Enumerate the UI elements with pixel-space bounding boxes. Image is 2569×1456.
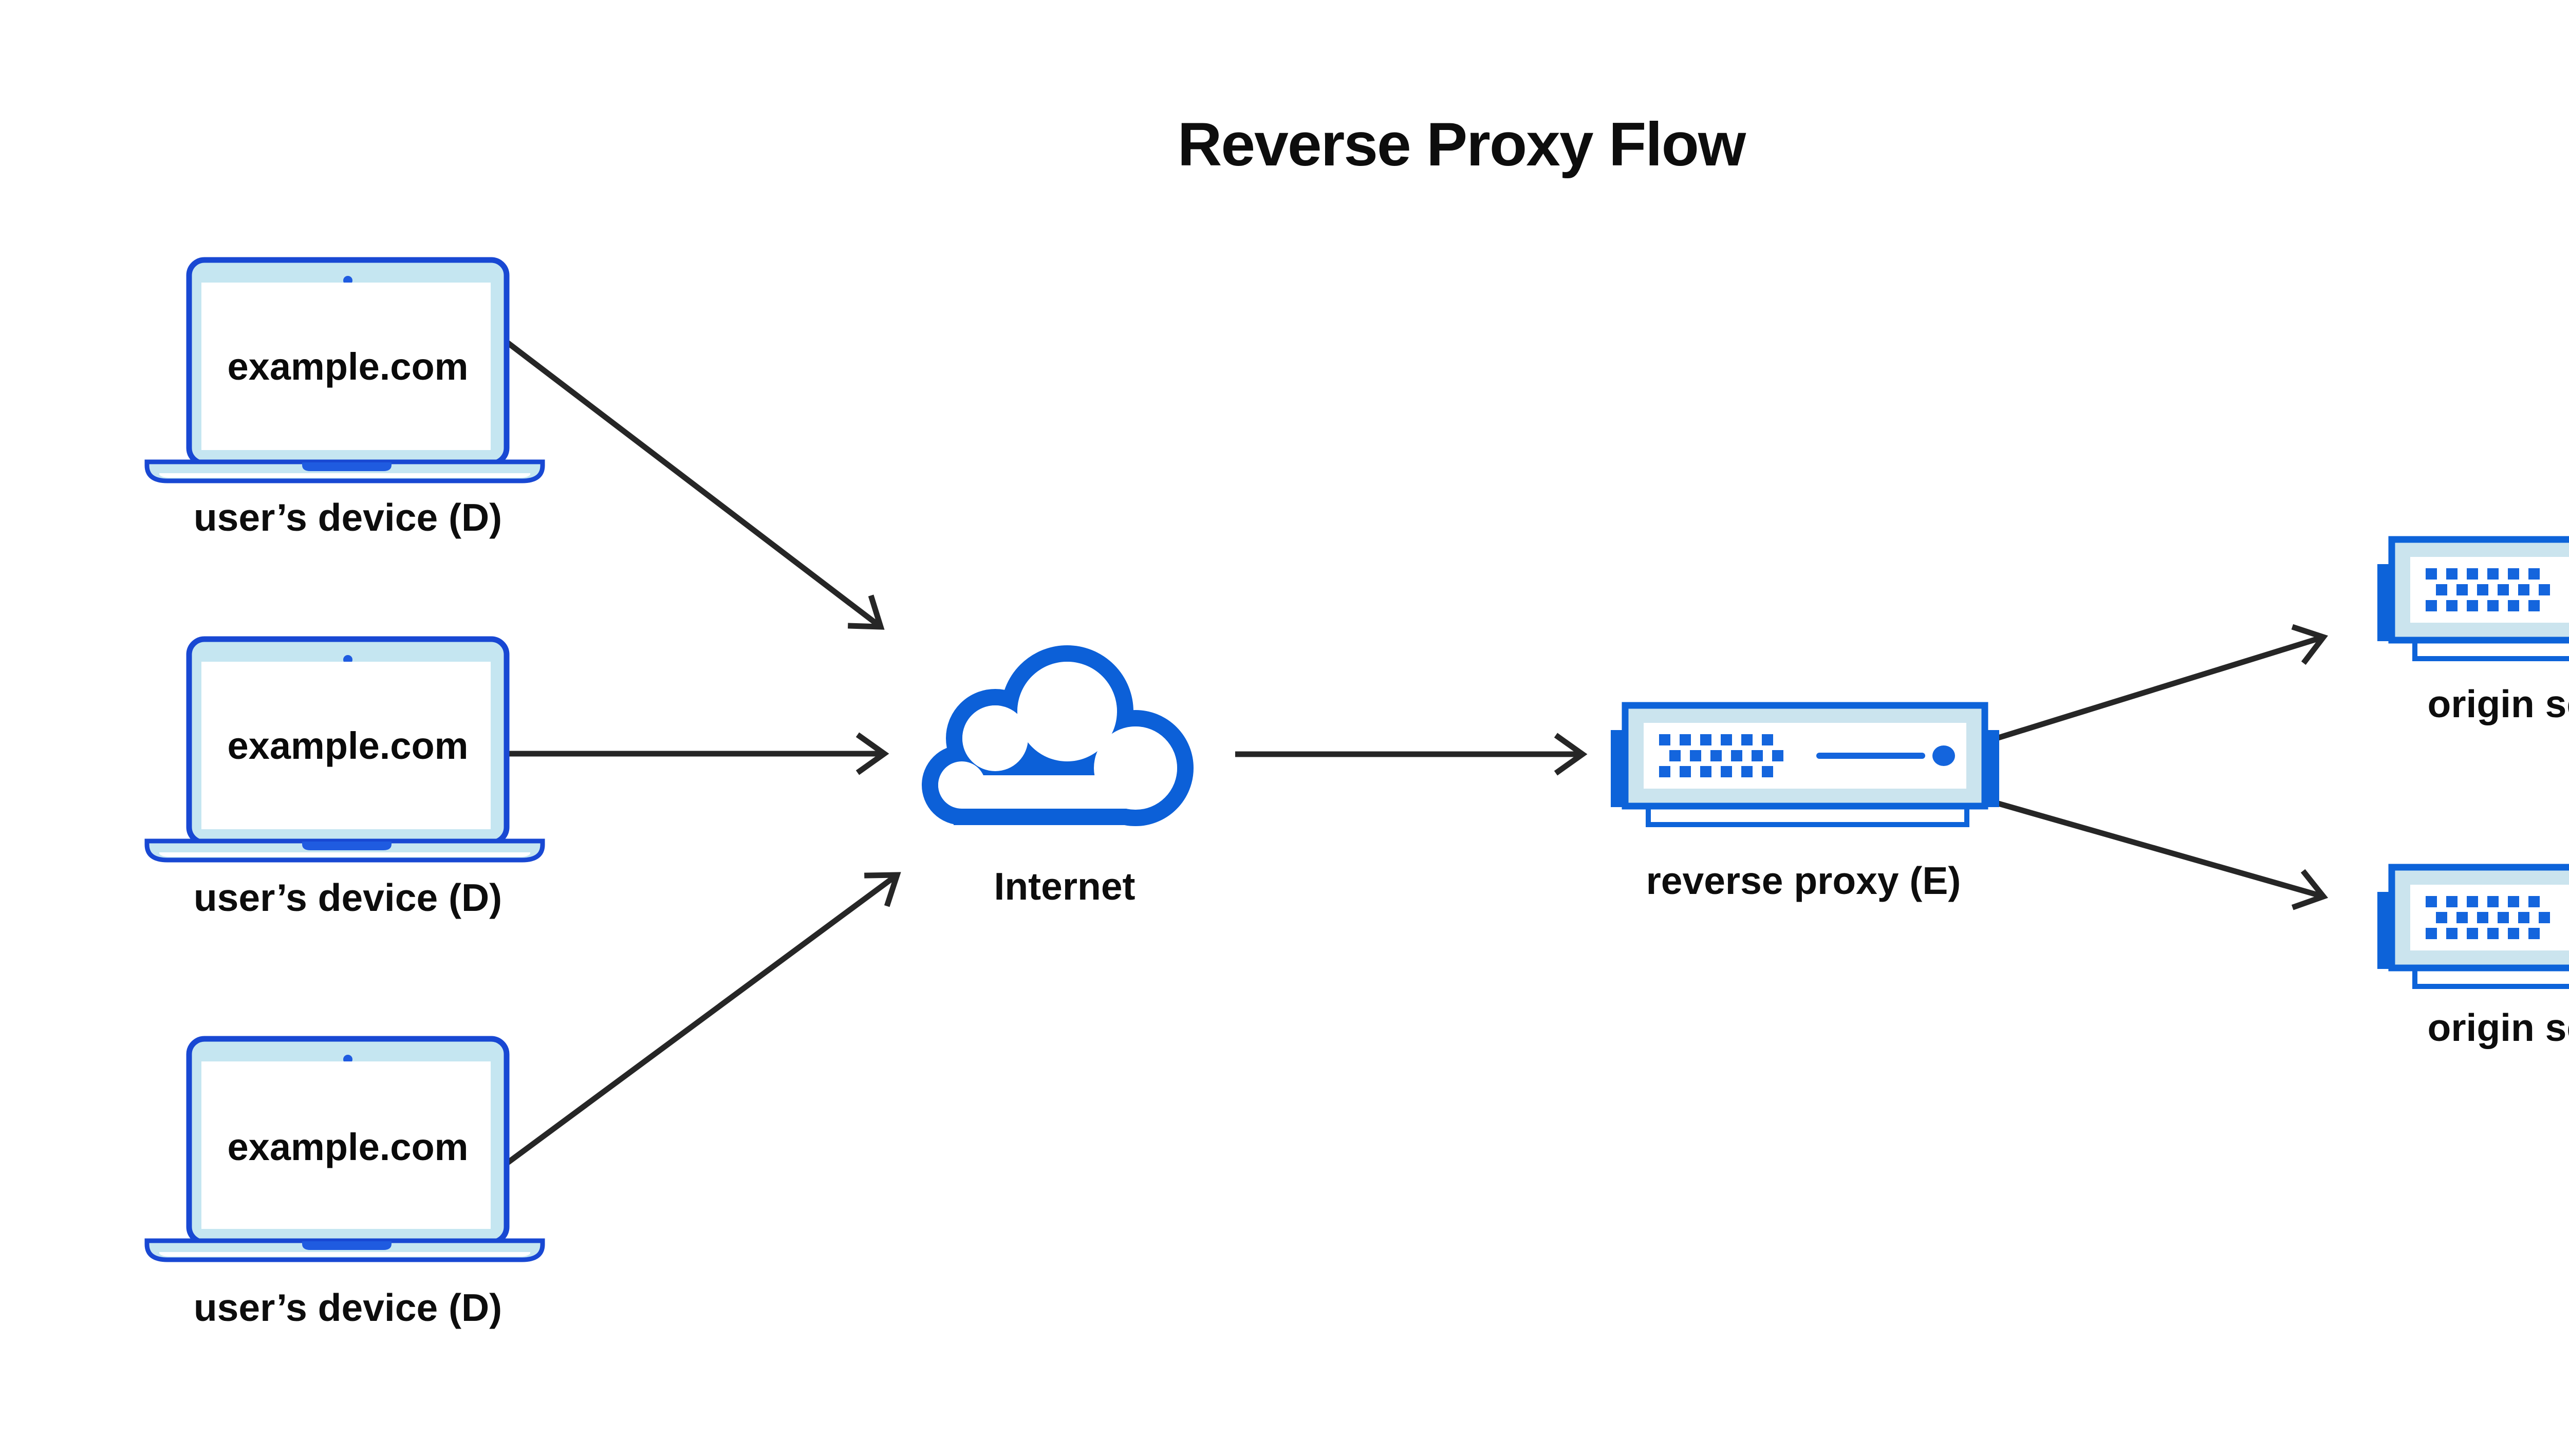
device-screen-text: example.com: [227, 345, 469, 388]
arrow-device1-to-internet: [504, 339, 885, 630]
arrow-device3-to-internet: [499, 872, 901, 1170]
page-title: Reverse Proxy Flow: [1177, 110, 1746, 179]
internet-label: Internet: [994, 865, 1135, 908]
reverse-proxy-icon: [1610, 700, 2000, 830]
device-screen-text: example.com: [227, 724, 469, 767]
arrow-proxy-to-origin2: [1996, 800, 2329, 910]
device-screen-text: example.com: [227, 1126, 469, 1168]
origin-server-label: origin server (F): [2427, 682, 2569, 725]
device-label: user’s device (D): [193, 1286, 502, 1329]
origin-server-label: origin server (F): [2427, 1006, 2569, 1049]
device-label: user’s device (D): [193, 876, 502, 919]
arrow-proxy-to-origin1: [1996, 624, 2329, 741]
device-label: user’s device (D): [193, 496, 502, 539]
origin-server-icon: [2376, 534, 2569, 664]
origin-server-icon: [2376, 862, 2569, 992]
cloud-icon: [910, 645, 1198, 830]
reverse-proxy-label: reverse proxy (E): [1646, 859, 1961, 902]
